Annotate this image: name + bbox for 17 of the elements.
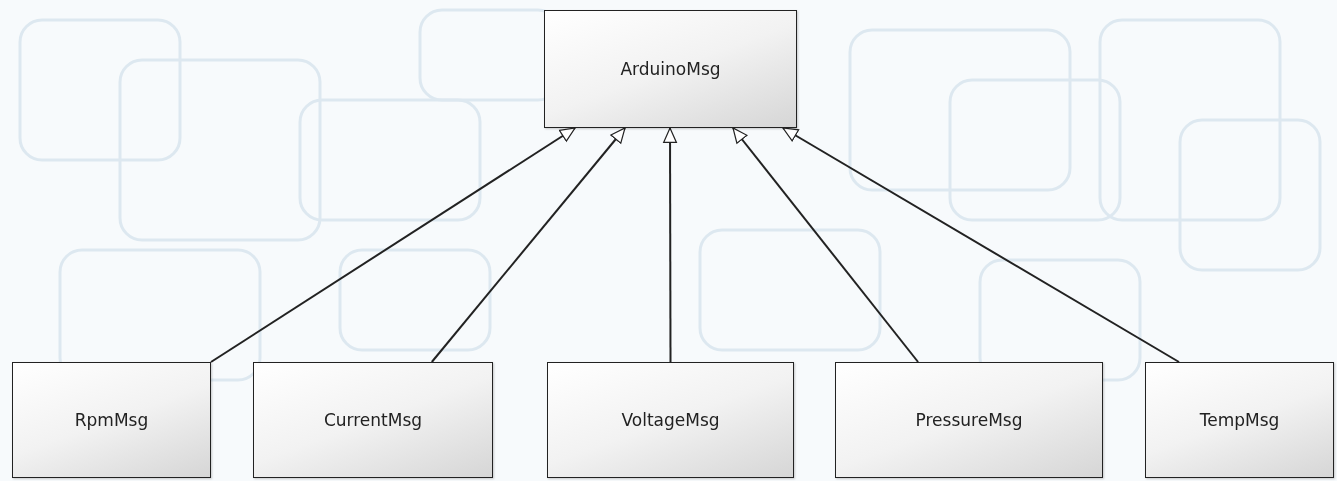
inheritance-arrow (782, 127, 1180, 363)
class-name: RpmMsg (74, 410, 149, 430)
inheritance-arrow (663, 127, 678, 363)
class-box (547, 362, 794, 478)
class-name: VoltageMsg (621, 410, 720, 430)
class-box (544, 10, 797, 128)
class-box (253, 362, 493, 478)
inheritance-arrow (430, 127, 626, 363)
class-box (1145, 362, 1334, 478)
class-box (835, 362, 1103, 478)
class-box (12, 362, 211, 478)
inheritance-arrow (732, 127, 920, 363)
class-name: TempMsg (1199, 410, 1280, 430)
inheritance-arrow (210, 127, 576, 363)
class-name: CurrentMsg (323, 410, 423, 430)
class-name: PressureMsg (915, 410, 1023, 430)
class-name: ArduinoMsg (620, 59, 721, 79)
